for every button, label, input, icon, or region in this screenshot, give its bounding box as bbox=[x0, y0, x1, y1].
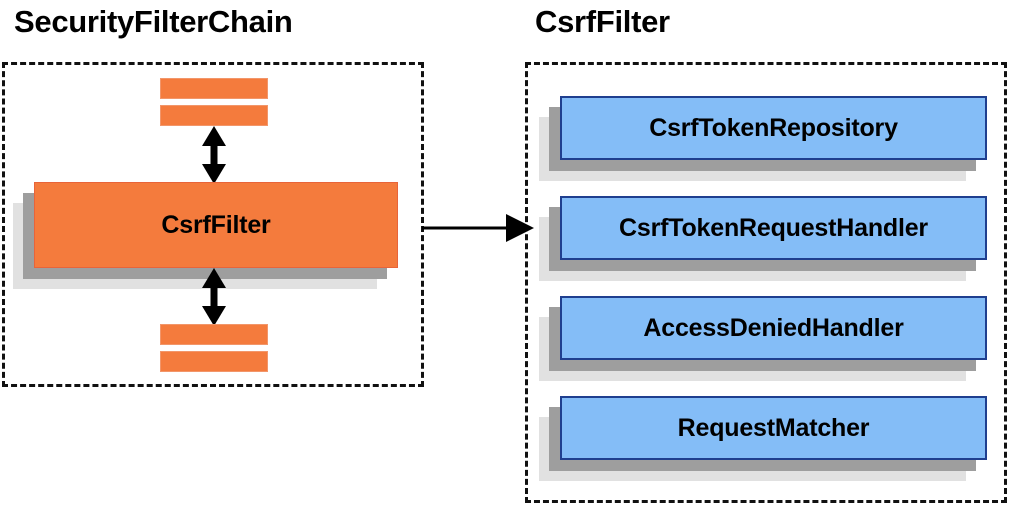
connector-csrffilter-up-icon bbox=[202, 126, 226, 184]
node-face: CsrfTokenRepository bbox=[560, 96, 987, 160]
group-title-security-filter-chain: SecurityFilterChain bbox=[14, 4, 293, 39]
node-label-access-denied-handler: AccessDeniedHandler bbox=[643, 313, 904, 342]
node-face: CsrfTokenRequestHandler bbox=[560, 196, 987, 260]
node-label-request-matcher: RequestMatcher bbox=[677, 413, 870, 442]
node-label-csrf-token-repository: CsrfTokenRepository bbox=[649, 113, 898, 142]
node-label-csrf-token-request-handler: CsrfTokenRequestHandler bbox=[619, 213, 928, 242]
node-access-denied-handler[interactable]: AccessDeniedHandler bbox=[539, 296, 987, 381]
connector-csrffilter-down-icon bbox=[202, 268, 226, 326]
node-csrf-filter[interactable]: CsrfFilter bbox=[13, 182, 398, 289]
group-title-csrf-filter: CsrfFilter bbox=[535, 4, 670, 39]
node-face: RequestMatcher bbox=[560, 396, 987, 460]
node-csrf-token-request-handler[interactable]: CsrfTokenRequestHandler bbox=[539, 196, 987, 281]
csrf-filter-container bbox=[525, 62, 1007, 503]
filter-bar-top-1[interactable] bbox=[160, 78, 268, 99]
security-filter-chain-container bbox=[2, 62, 424, 387]
filter-bar-bottom-1[interactable] bbox=[160, 324, 268, 345]
filter-bar-top-2[interactable] bbox=[160, 105, 268, 126]
node-request-matcher[interactable]: RequestMatcher bbox=[539, 396, 987, 481]
connector-chain-to-detail-icon bbox=[422, 214, 534, 242]
node-face: AccessDeniedHandler bbox=[560, 296, 987, 360]
node-face: CsrfFilter bbox=[34, 182, 398, 268]
node-csrf-token-repository[interactable]: CsrfTokenRepository bbox=[539, 96, 987, 181]
node-label-csrf-filter: CsrfFilter bbox=[161, 210, 271, 239]
filter-bar-bottom-2[interactable] bbox=[160, 351, 268, 372]
